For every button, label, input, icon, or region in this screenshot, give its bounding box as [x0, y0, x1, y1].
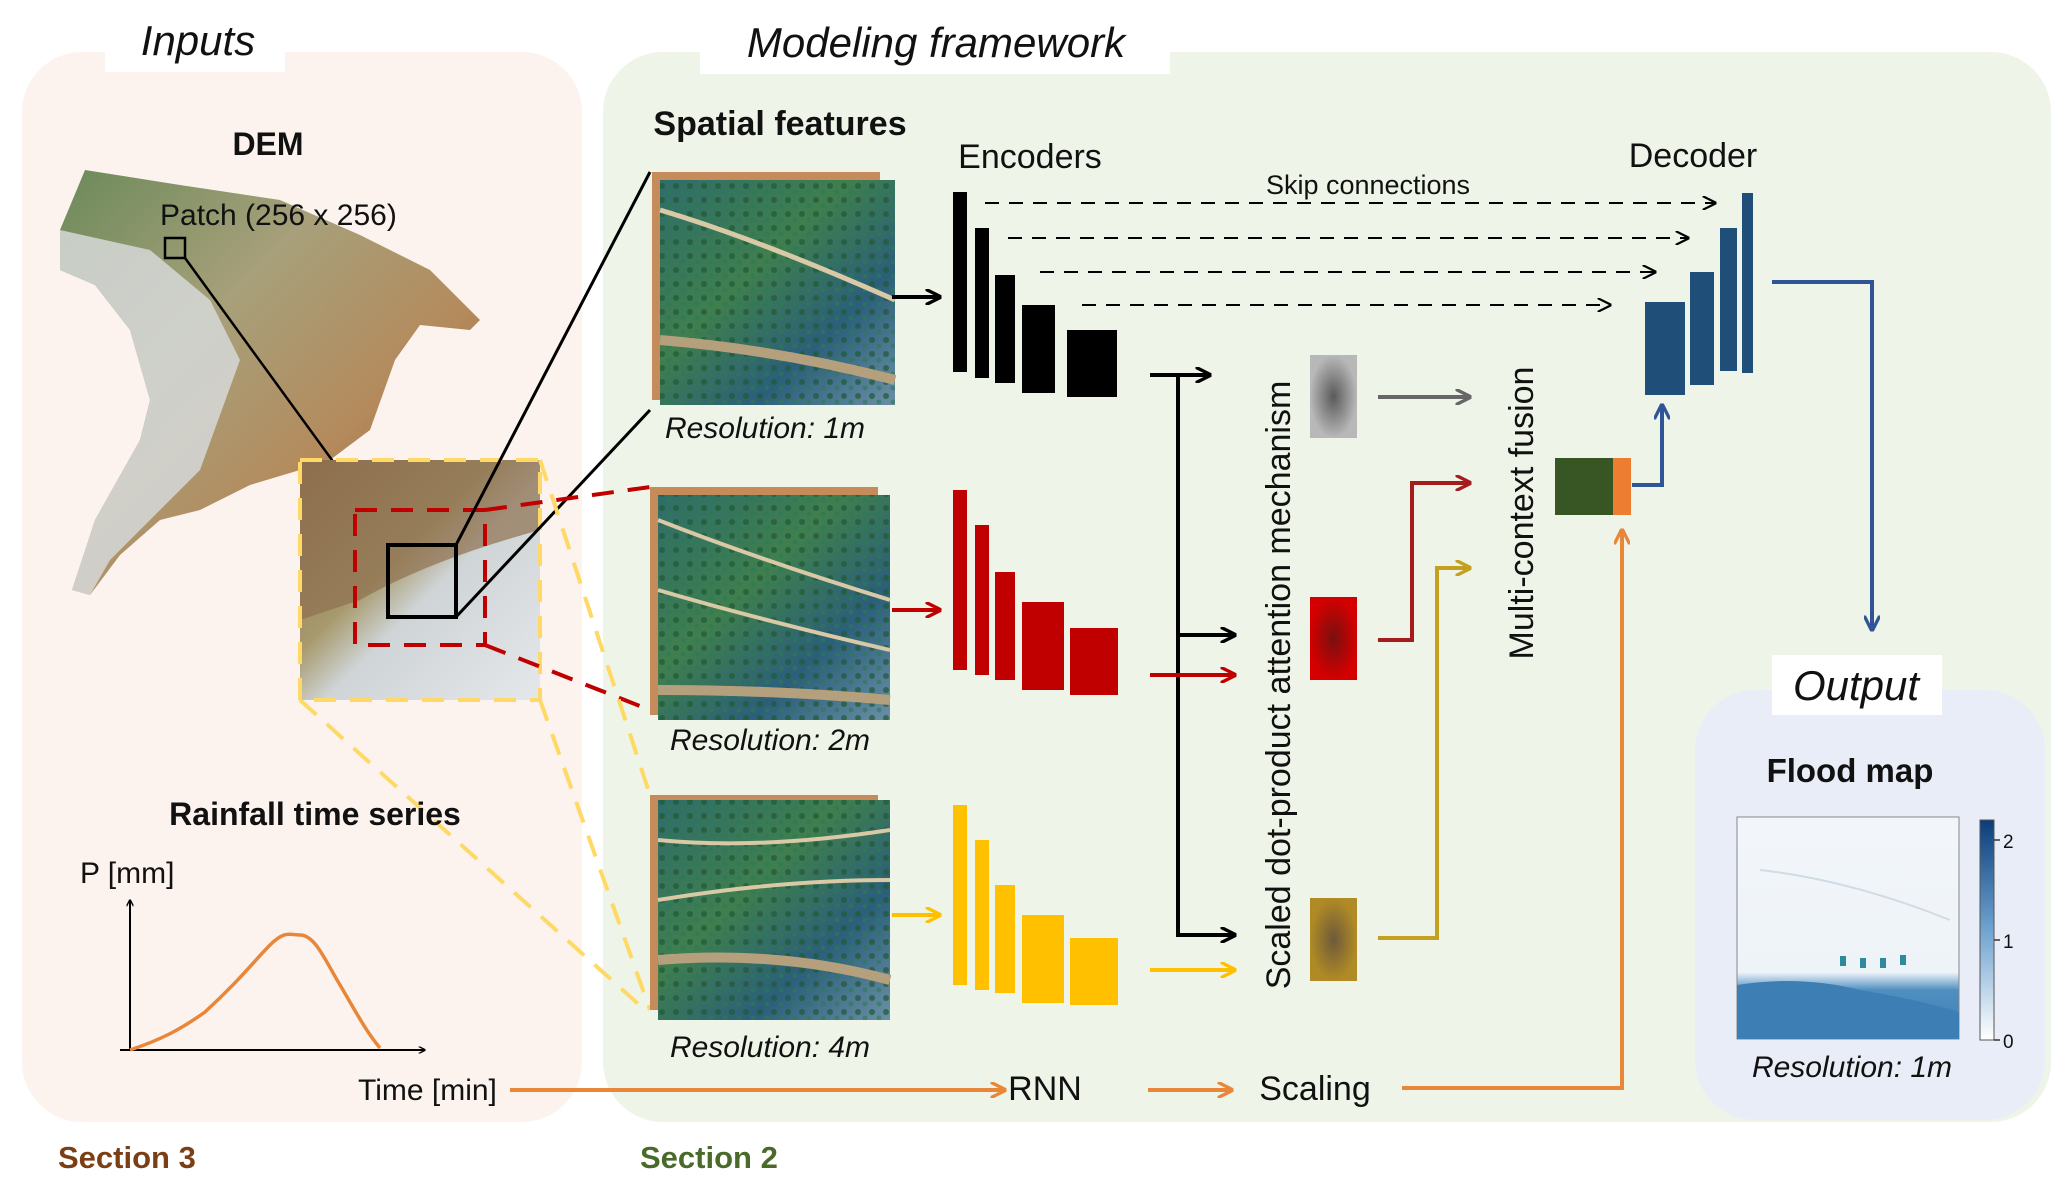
rainfall-curve — [129, 932, 382, 1052]
decoder-blocks — [1645, 193, 1753, 395]
section-2-label: Section 2 — [640, 1140, 778, 1175]
inputs-title: Inputs — [141, 17, 255, 64]
colorbar-tick-1: 1 — [2003, 932, 2014, 953]
fusion-to-decoder-arrow — [1632, 405, 1662, 487]
spatial-image-4m — [650, 795, 892, 1020]
colorbar-tick-0: 0 — [2003, 1032, 2014, 1053]
patch-2m-frame — [353, 508, 487, 647]
output-title: Output — [1793, 662, 1921, 709]
patch-4m-frame — [298, 458, 542, 702]
gold-to-fusion-arrow — [1378, 568, 1470, 940]
encoders-title: Encoders — [958, 138, 1102, 176]
patch-1m-frame — [386, 543, 458, 619]
scaling-to-fusion-arrow — [1402, 530, 1622, 1090]
fused-feature-green — [1555, 458, 1613, 515]
resolution-1m-label: Resolution: 1m — [665, 412, 865, 445]
output-resolution-label: Resolution: 1m — [1752, 1051, 1952, 1084]
red-to-fusion-arrow — [1378, 483, 1470, 642]
rainfall-title: Rainfall time series — [169, 796, 461, 832]
flood-colorbar — [1979, 819, 1995, 1041]
resolution-2m-label: Resolution: 2m — [670, 724, 870, 757]
encoder-red — [953, 490, 1118, 695]
modeling-title: Modeling framework — [747, 19, 1127, 66]
dem-title: DEM — [232, 126, 303, 162]
skip-connections-label: Skip connections — [1266, 170, 1470, 200]
flood-map-title: Flood map — [1767, 752, 1934, 789]
patch-marker — [163, 236, 187, 260]
spatial-image-2m — [650, 487, 891, 720]
encoder-to-attention-arrows — [1150, 375, 1235, 970]
resolution-4m-label: Resolution: 4m — [670, 1031, 870, 1064]
attention-map-gold — [1310, 898, 1357, 981]
scaling-label: Scaling — [1259, 1070, 1371, 1108]
patch-label: Patch (256 x 256) — [160, 199, 397, 232]
spatial-features-title: Spatial features — [653, 105, 906, 143]
encoder-black — [953, 192, 1117, 397]
attention-map-red — [1310, 597, 1357, 680]
encoder-yellow — [953, 805, 1118, 1005]
decoder-title: Decoder — [1629, 137, 1758, 175]
spatial-image-1m — [652, 172, 897, 405]
section-3-label: Section 3 — [58, 1140, 196, 1175]
attention-mechanism-label: Scaled dot-product attention mechanism — [1260, 381, 1298, 990]
colorbar-tick-2: 2 — [2003, 832, 2014, 853]
decoder-to-output-arrow — [1772, 280, 1872, 630]
flood-map-image — [1736, 816, 1960, 1040]
skip-connection-arrows — [985, 203, 1715, 305]
fused-feature-orange — [1613, 458, 1631, 515]
time-axis-label: Time [min] — [358, 1074, 497, 1107]
attention-map-gray — [1310, 355, 1357, 438]
multi-context-fusion-label: Multi-context fusion — [1503, 367, 1541, 660]
rnn-label: RNN — [1008, 1070, 1082, 1108]
p-axis-label: P [mm] — [80, 857, 174, 890]
